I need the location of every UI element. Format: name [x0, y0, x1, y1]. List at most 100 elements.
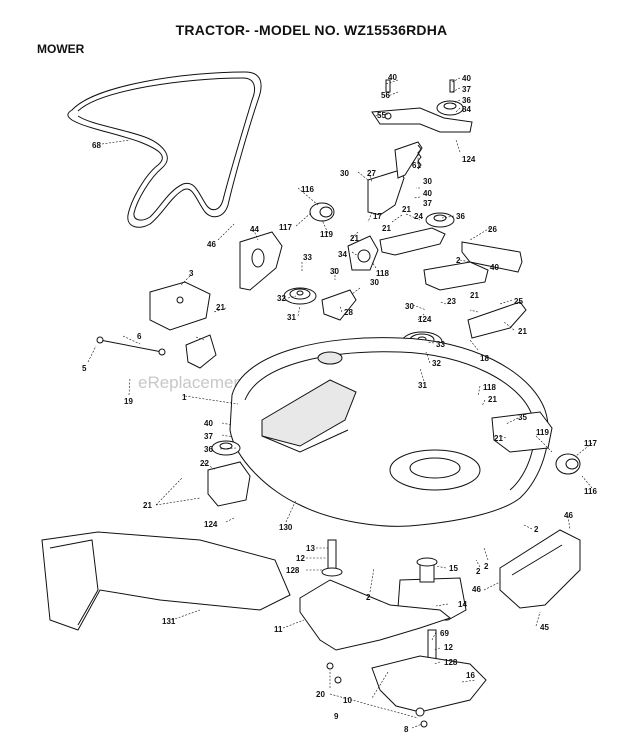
callout-46-a: 46	[207, 240, 216, 249]
callout-117-b: 117	[584, 439, 597, 448]
callout-21-d: 21	[470, 291, 479, 300]
callout-21-c: 21	[350, 234, 359, 243]
callout-31-a: 31	[287, 313, 296, 322]
front-link-rod[interactable]	[96, 336, 166, 356]
page-title: TRACTOR- -MODEL NO. WZ15536RDHA	[175, 22, 448, 38]
deck-cover[interactable]	[499, 529, 581, 609]
deck-hanger-bracket[interactable]	[239, 231, 283, 291]
callout-20: 20	[316, 690, 325, 699]
callout-23: 23	[447, 297, 456, 306]
callout-37-a: 37	[462, 85, 471, 94]
callout-40-a: 40	[388, 73, 397, 82]
callout-61: 61	[412, 161, 421, 170]
callout-21-b: 21	[382, 224, 391, 233]
callout-37-c: 37	[204, 432, 213, 441]
blade-hardware[interactable]	[326, 662, 428, 728]
callout-11: 11	[274, 625, 283, 634]
callout-28: 28	[344, 308, 353, 317]
callout-30-c: 30	[330, 267, 339, 276]
callout-116-a: 116	[301, 185, 314, 194]
callout-21-g: 21	[488, 395, 497, 404]
callout-2-b: 2	[534, 525, 539, 534]
callout-21-e: 21	[216, 303, 225, 312]
gauge-wheel-bracket-right[interactable]	[491, 411, 553, 453]
callout-128-b: 128	[444, 658, 458, 667]
callout-116-b: 116	[584, 487, 597, 496]
callout-130: 130	[279, 523, 293, 532]
section-label: MOWER	[37, 42, 85, 56]
callout-30-a: 30	[340, 169, 349, 178]
callout-119-b: 119	[536, 428, 549, 437]
callout-2-e: 2	[476, 567, 481, 576]
callout-118-a: 118	[376, 269, 389, 278]
callout-1: 1	[182, 393, 187, 402]
callout-21-i: 21	[143, 501, 152, 510]
callout-37-b: 37	[423, 199, 432, 208]
callout-40-d: 40	[490, 263, 499, 272]
mower-blade-right[interactable]	[371, 655, 487, 713]
callout-17: 17	[373, 212, 382, 221]
callout-21-f: 21	[518, 327, 527, 336]
gauge-wheel-right[interactable]	[555, 453, 581, 475]
rear-bracket-25[interactable]	[467, 301, 527, 339]
callout-124-b: 124	[418, 315, 432, 324]
idler-bracket-22[interactable]	[207, 461, 251, 507]
callout-16: 16	[466, 671, 475, 680]
callout-34: 34	[338, 250, 347, 259]
gauge-wheel-left[interactable]	[309, 202, 335, 222]
leader-lines	[87, 77, 593, 729]
callout-8: 8	[404, 725, 409, 734]
callout-55: 55	[377, 111, 386, 120]
callout-128-a: 128	[286, 566, 300, 575]
callout-36-c: 36	[204, 445, 213, 454]
callout-labels: 40 56 40 37 36 84 55 124 68 61 30 27 30 …	[82, 73, 597, 734]
callout-3: 3	[189, 269, 194, 278]
drive-belt[interactable]	[67, 71, 262, 228]
callout-40-e: 40	[204, 419, 213, 428]
front-hanger-bracket[interactable]	[149, 281, 211, 331]
callout-131: 131	[162, 617, 176, 626]
mandrel-pulley-left[interactable]	[283, 287, 317, 305]
idler-pulley-right[interactable]	[425, 212, 455, 228]
callout-40-b: 40	[462, 74, 471, 83]
mower-deck[interactable]	[229, 337, 549, 527]
callout-10: 10	[343, 696, 352, 705]
callout-56: 56	[381, 91, 390, 100]
center-idler-bracket[interactable]	[367, 141, 423, 216]
callout-15: 15	[449, 564, 458, 573]
callout-14: 14	[458, 600, 467, 609]
callout-2-c: 2	[484, 562, 489, 571]
callout-12-a: 12	[296, 554, 305, 563]
idler-arm-bracket[interactable]	[371, 79, 473, 133]
callout-33-a: 33	[303, 253, 312, 262]
callout-117-a: 117	[279, 223, 292, 232]
callout-44: 44	[250, 225, 259, 234]
idler-pulley-lower-left[interactable]	[211, 440, 241, 456]
callout-27: 27	[367, 169, 376, 178]
callout-30-d: 30	[370, 278, 379, 287]
callout-84: 84	[462, 105, 471, 114]
callout-26: 26	[488, 225, 497, 234]
deck-bracket-left[interactable]	[185, 334, 217, 369]
callout-45: 45	[540, 623, 549, 632]
callout-35: 35	[518, 413, 527, 422]
callout-30-b: 30	[423, 177, 432, 186]
callout-21-a: 21	[402, 205, 411, 214]
mower-blade-left[interactable]	[299, 579, 452, 651]
callout-5: 5	[82, 364, 87, 373]
callout-12-b: 12	[444, 643, 453, 652]
callout-22: 22	[200, 459, 209, 468]
idler-bracket-34[interactable]	[347, 235, 379, 271]
spindle-left[interactable]	[321, 539, 343, 577]
callout-119-a: 119	[320, 230, 333, 239]
callout-2-a: 2	[456, 256, 461, 265]
callout-124-c: 124	[204, 520, 218, 529]
callout-69: 69	[440, 629, 449, 638]
callout-32-a: 32	[277, 294, 286, 303]
idler-arm[interactable]	[379, 227, 523, 291]
callout-36-a: 36	[462, 96, 471, 105]
discharge-chute[interactable]	[41, 531, 291, 631]
belt-guide-bracket[interactable]	[321, 289, 357, 321]
callout-24: 24	[414, 212, 423, 221]
